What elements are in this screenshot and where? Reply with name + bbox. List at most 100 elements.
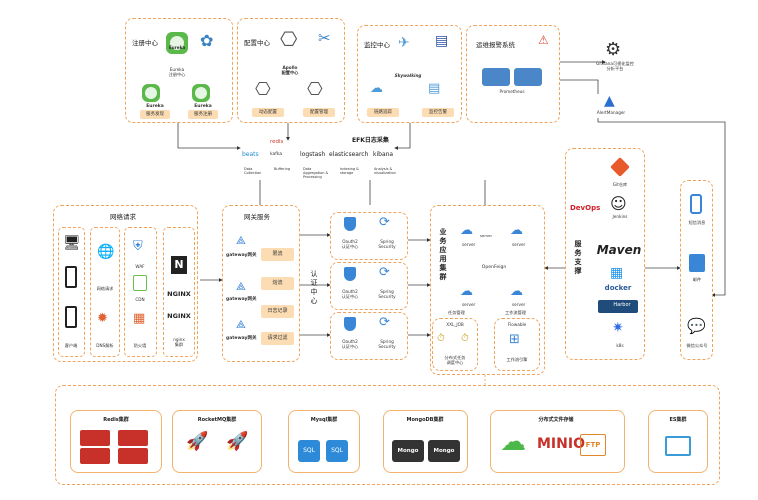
mail-label: 邮件 [692,277,702,282]
file-storage-label: 分布式文件存储 [538,417,574,423]
gateway-icon: ⟁ [236,280,246,293]
spring-security-label: Spring Security [378,339,396,349]
gateway-label: gateway网关 [226,336,257,341]
harbor-badge [598,300,638,313]
efk-stage-visual: Analysis & visualization [374,167,396,175]
node-icon: ⎔ [255,79,271,100]
oauth-label: Oauth2 认证中心 [341,239,359,249]
k8s-label: k8s [616,343,624,348]
logstash-label: logstash [300,151,326,158]
efk-stage-collect: Data Collection [244,167,262,175]
kafka-label: kafka [270,152,283,157]
node-icon: ⎔ [307,79,323,100]
mongo-db-icon: Mongo [392,440,424,462]
request-filter-tag: 请求过滤 [261,332,294,345]
phone-icon [65,266,77,288]
spring-security-label: Spring Security [378,239,396,249]
nginx-label-1: NGINX [167,290,191,298]
prometheus-label: Prometheus [499,89,525,94]
xxl-job-sub: 分布式任务 调度中心 [444,355,466,365]
request-label: 网络请求 [96,286,114,291]
auth-node [330,212,408,260]
oauth-label: Oauth2 认证中心 [341,289,359,299]
auth-center-label: 认证中心 [310,270,318,306]
logging-tag: 日志记录 [261,305,294,318]
skywalking-label: Skywalking [394,73,422,78]
server-stack-icon: ▤ [428,81,441,96]
mongo-db-icon: Mongo [428,440,460,462]
ops-title: 运维报警系统 [476,41,515,49]
eureka-icon [166,32,188,54]
redis-cube-icon [118,448,148,464]
gateway-label: gateway网关 [226,253,257,258]
gateway-icon: ⟁ [236,318,246,331]
cluster-vertical: 业务应用集群 [438,228,448,282]
server-link-label: server [480,233,493,238]
alertmanager-label: AlertManager [596,110,626,115]
monitor-title: 监控中心 [364,41,390,49]
maven-label: Maven [596,243,642,257]
dns-group [90,227,120,357]
service-support-label: 服务支撑 [574,240,582,276]
shield-icon: ⛨ [133,239,143,254]
gateway-label: gateway网关 [226,297,257,302]
sql-db-icon: SQL [298,440,320,462]
server-cloud-icon: ☁ [460,223,473,238]
service-registry-tag: 服务注册 [188,110,218,119]
server-cloud-icon: ☁ [510,284,523,299]
spring-security-icon: ⟳ [379,215,390,230]
harbor-label: Harbor [613,302,631,308]
flowable-sub: 工作流引擎 [506,357,528,362]
document-icon: ▤ [435,33,449,49]
service-discovery-tag: 服务发现 [140,110,170,119]
devops-box [565,148,645,360]
cdn-label: CDN [135,297,145,302]
nginx-group [163,227,195,357]
sms-phone-icon [690,194,702,214]
oauth-icon [344,217,356,231]
server-label: server [512,242,526,247]
monitor-center [357,25,462,123]
spring-security-icon: ⟳ [379,315,390,330]
es-cluster-box [648,410,708,473]
globe-icon: 🌐 [97,244,115,260]
redis-cube-icon [118,430,148,446]
mongodb-cluster-label: MongoDB集群 [406,417,444,423]
nginx-logo-icon: N [171,256,187,274]
gateway-icon: ⟁ [236,234,246,247]
task-manage-label: 任务管理 [448,310,465,315]
eureka-node-icon [192,84,210,102]
gateway-title: 网关服务 [244,213,270,221]
sms-label: 短信消息 [688,220,706,225]
prometheus-icon [482,68,510,86]
devops-vertical: 服务支撑 [573,240,583,276]
file-storage-box [490,410,625,473]
devops-title: DevOps [570,204,601,212]
openfeign-label: OpenFeign [481,265,507,270]
docker-icon: ▦ [610,265,624,281]
phone-icon [65,306,77,328]
firewall-label: 防火墙 [133,343,147,348]
alertmanager-icon: ▲ [604,93,615,109]
rocketmq-cluster-box [172,410,262,473]
server-cloud-icon: ☁ [460,284,473,299]
flowchart-icon: ⊞ [509,332,520,347]
network-request-title: 网络请求 [110,213,136,221]
eureka-node-right: Eureka [188,102,218,112]
dns-label: DNS解析 [96,343,114,348]
wechat-label: 微信公众号 [686,343,708,348]
jenkins-label: Jenkins [612,214,628,219]
cluster-label: 业务应用集群 [439,228,447,282]
auth-node [330,262,408,310]
server-label: server [462,302,476,307]
registry-title: 注册中心 [132,39,158,47]
efk-title: EFK日志采集 [352,137,389,144]
k8s-icon: ✷ [612,320,624,336]
rate-limit-tag: 限流 [261,248,294,261]
rocket-icon: 🚀 [226,431,249,452]
mysql-cluster-label: Mysql集群 [310,417,338,423]
redis-cube-icon [80,448,110,464]
workflow-manage-label: 工作流管理 [505,310,526,315]
server-cloud-icon: ☁ [510,223,523,238]
